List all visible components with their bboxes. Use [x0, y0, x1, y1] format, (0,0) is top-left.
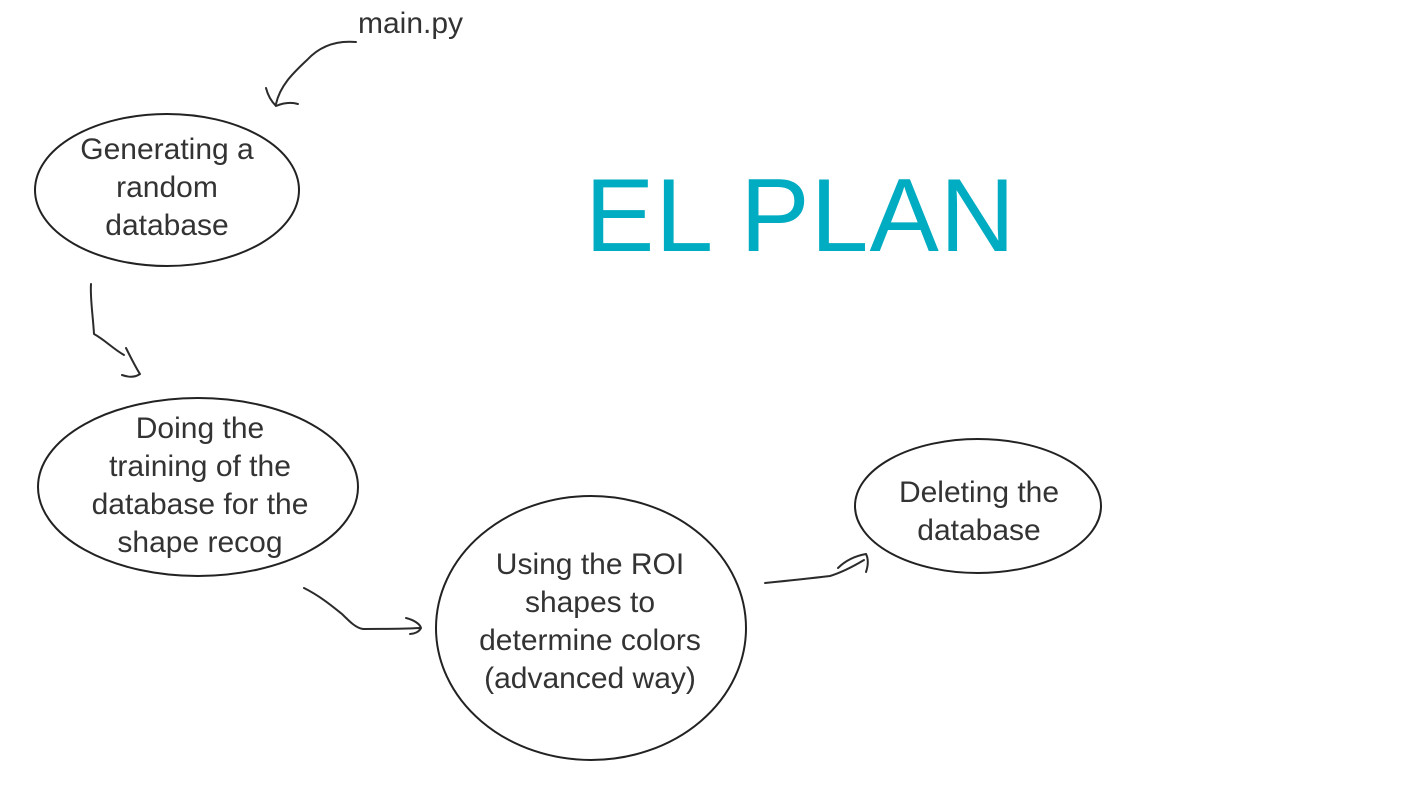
diagram-title: EL PLAN [585, 158, 1016, 274]
node-delete-shape [854, 438, 1102, 574]
file-label-main-py: main.py [358, 7, 464, 40]
node-generate-label: Generating a random database [80, 133, 254, 242]
node-train-shape [37, 397, 359, 577]
node-train-label: Doing the training of the database for t… [91, 412, 309, 559]
node-roi-shape [435, 495, 747, 761]
edge-roi-to-delete [764, 553, 869, 584]
node-generate-shape [34, 113, 300, 267]
edge-generate-to-train [89, 283, 141, 378]
edge-file-to-generate [265, 40, 357, 107]
node-delete-label: Deleting the database [898, 476, 1060, 547]
node-roi-label: Using the ROI shapes to determine colors… [479, 548, 701, 695]
edge-train-to-roi [303, 587, 422, 635]
